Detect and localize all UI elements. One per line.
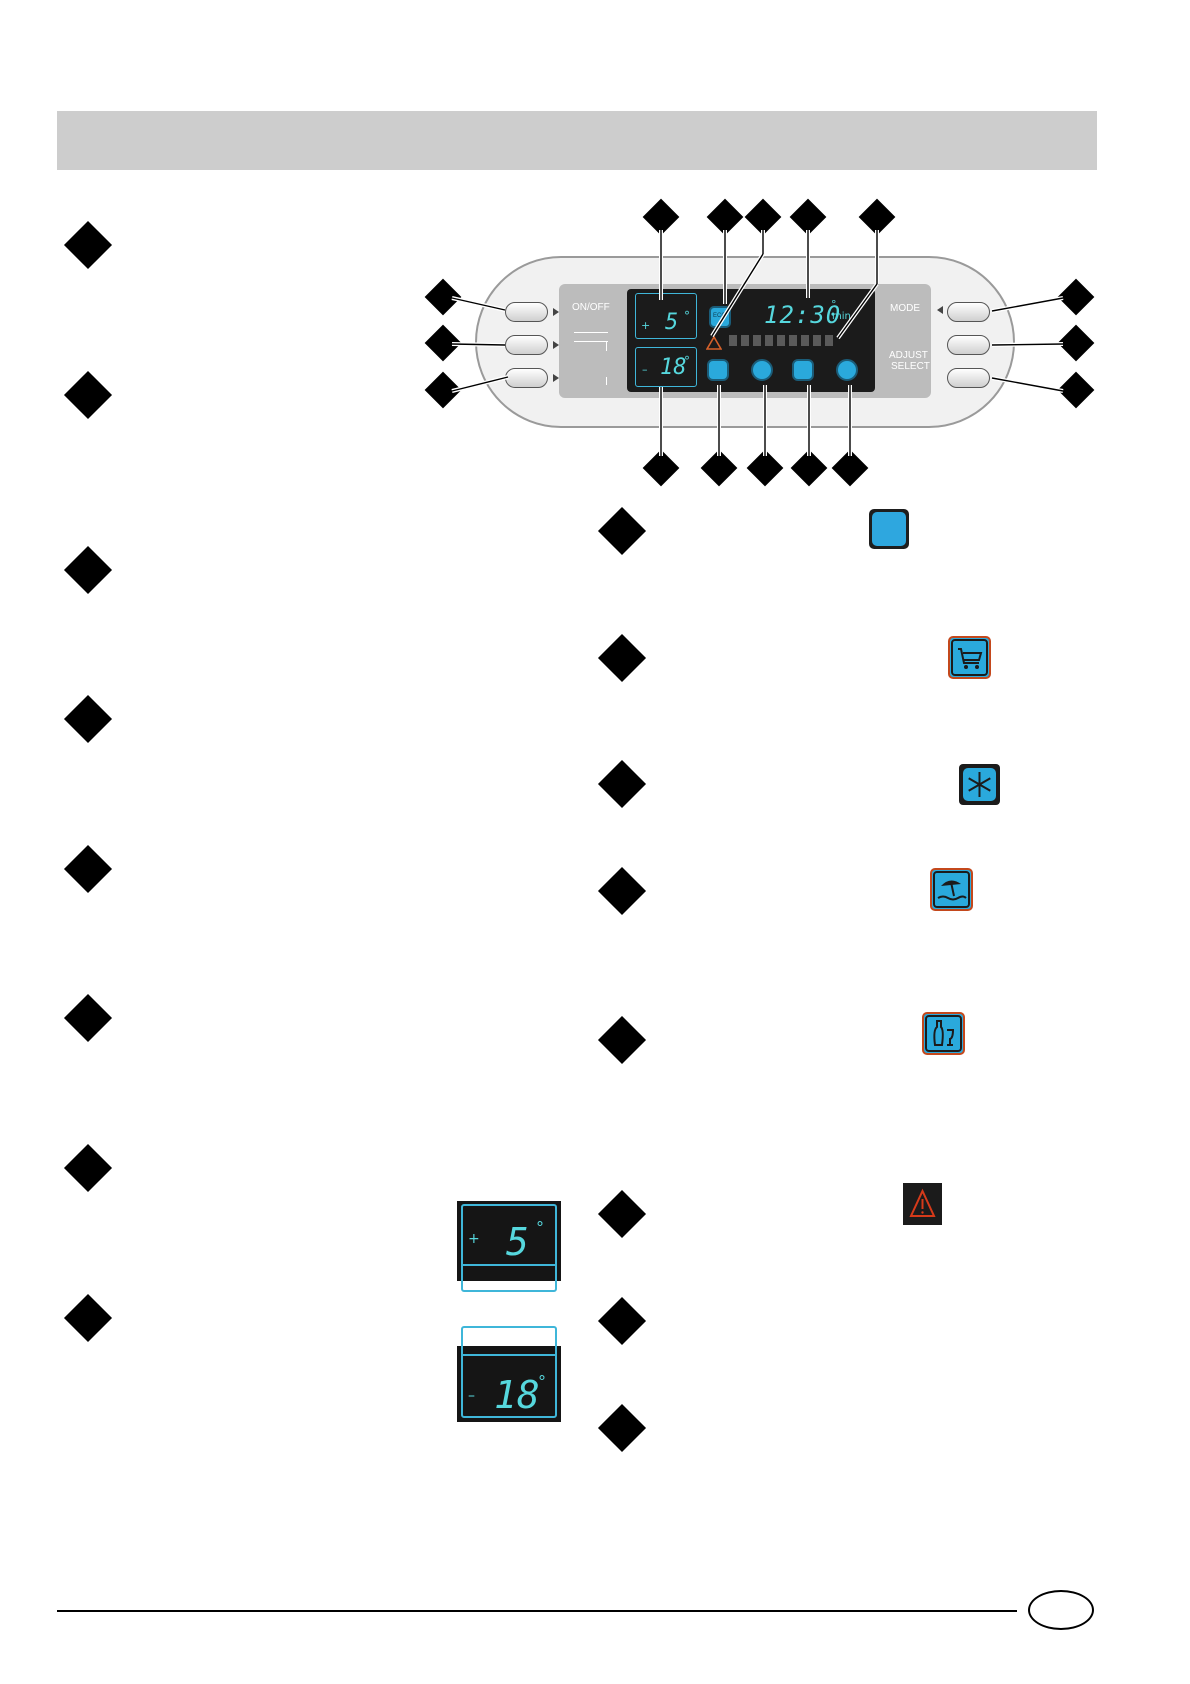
left-arrow-3-icon [553, 374, 559, 382]
left-marker-8 [63, 1293, 113, 1343]
bar-segment [777, 335, 785, 346]
left-button-2[interactable] [505, 335, 548, 355]
fridge-temp-inset: + 5 ° [457, 1201, 561, 1292]
bottle-glass-icon [922, 1012, 965, 1055]
mode-arrow-icon [937, 306, 943, 314]
beach-umbrella-icon [930, 868, 973, 911]
page-number-oval [1028, 1590, 1094, 1630]
fridge-inset-degree: ° [536, 1218, 544, 1237]
fridge-inset-temp: 5 [506, 1220, 529, 1264]
bar-segment [789, 335, 797, 346]
freezer-inset-zone [461, 1326, 557, 1418]
footer-rule [57, 1610, 1017, 1612]
bar-segment [825, 335, 833, 346]
left-marker-6 [63, 993, 113, 1043]
left-arrow-2-icon [553, 341, 559, 349]
time-degree: ° [831, 298, 837, 311]
bar-segment [765, 335, 773, 346]
freezer-temp-inset: – 18 ° [457, 1326, 561, 1422]
fridge-inset-sign: + [468, 1231, 480, 1247]
shopping-cart-icon [948, 636, 991, 679]
right-marker-8 [597, 1403, 647, 1453]
bar-segment [813, 335, 821, 346]
freezer-inset-degree: ° [538, 1372, 546, 1391]
right-marker-3 [597, 759, 647, 809]
select-button[interactable] [947, 368, 990, 388]
callout-arrows [451, 230, 1064, 456]
fridge-temp: 5 [665, 310, 679, 335]
right-marker-5 [597, 1015, 647, 1065]
bar-segment [801, 335, 809, 346]
left-marker-4 [63, 694, 113, 744]
freezer-inset-divider [461, 1354, 557, 1356]
bar-segment [741, 335, 749, 346]
snowflake-icon [959, 764, 1000, 805]
lcd-holiday-icon [792, 359, 814, 381]
lcd-shopping-icon [707, 359, 729, 381]
time-unit: min [832, 311, 851, 322]
blue-square-icon [869, 509, 909, 549]
freezer-temp: 18 [660, 355, 687, 380]
lcd-bottle-icon [836, 359, 858, 381]
right-marker-2 [597, 633, 647, 683]
fridge-inset-divider [461, 1264, 557, 1266]
mode-button[interactable] [947, 302, 990, 322]
freezer-degree: ° [684, 354, 690, 368]
freezer-inset-sign: – [468, 1388, 475, 1404]
right-marker-6 [597, 1189, 647, 1239]
left-arrow-1-icon [553, 308, 559, 316]
left-marker-3 [63, 545, 113, 595]
left-marker-7 [63, 1143, 113, 1193]
right-marker-4 [597, 866, 647, 916]
lcd-warning-icon [706, 336, 722, 350]
lcd-screen [627, 289, 875, 392]
eco-label: ECO [713, 313, 727, 319]
select-label: SELECT [891, 361, 930, 372]
warning-triangle-icon [903, 1183, 942, 1225]
bar-segment [729, 335, 737, 346]
mode-label: MODE [890, 303, 920, 314]
left-button-1[interactable] [505, 302, 548, 322]
fridge-degree: ° [684, 309, 690, 323]
fridge-zone [635, 293, 697, 339]
panel-divider-2 [574, 341, 608, 342]
right-marker-7 [597, 1296, 647, 1346]
panel-divider-3 [606, 341, 607, 351]
adjust-label: ADJUST [889, 350, 928, 361]
adjust-button[interactable] [947, 335, 990, 355]
lcd-time: 12:30 [764, 301, 842, 329]
header-bar [57, 111, 1097, 170]
freezer-zone [635, 347, 697, 387]
bar-segment [753, 335, 761, 346]
fridge-sign: + [641, 319, 651, 332]
freezer-inset-temp: 18 [494, 1373, 540, 1417]
fridge-inset-zone [461, 1204, 557, 1292]
panel-divider-4 [606, 377, 607, 385]
freezer-sign: – [642, 363, 648, 376]
panel-divider-1 [574, 332, 608, 333]
lcd-snowflake-icon [751, 359, 773, 381]
left-marker-5 [63, 844, 113, 894]
onoff-label: ON/OFF [572, 302, 610, 313]
